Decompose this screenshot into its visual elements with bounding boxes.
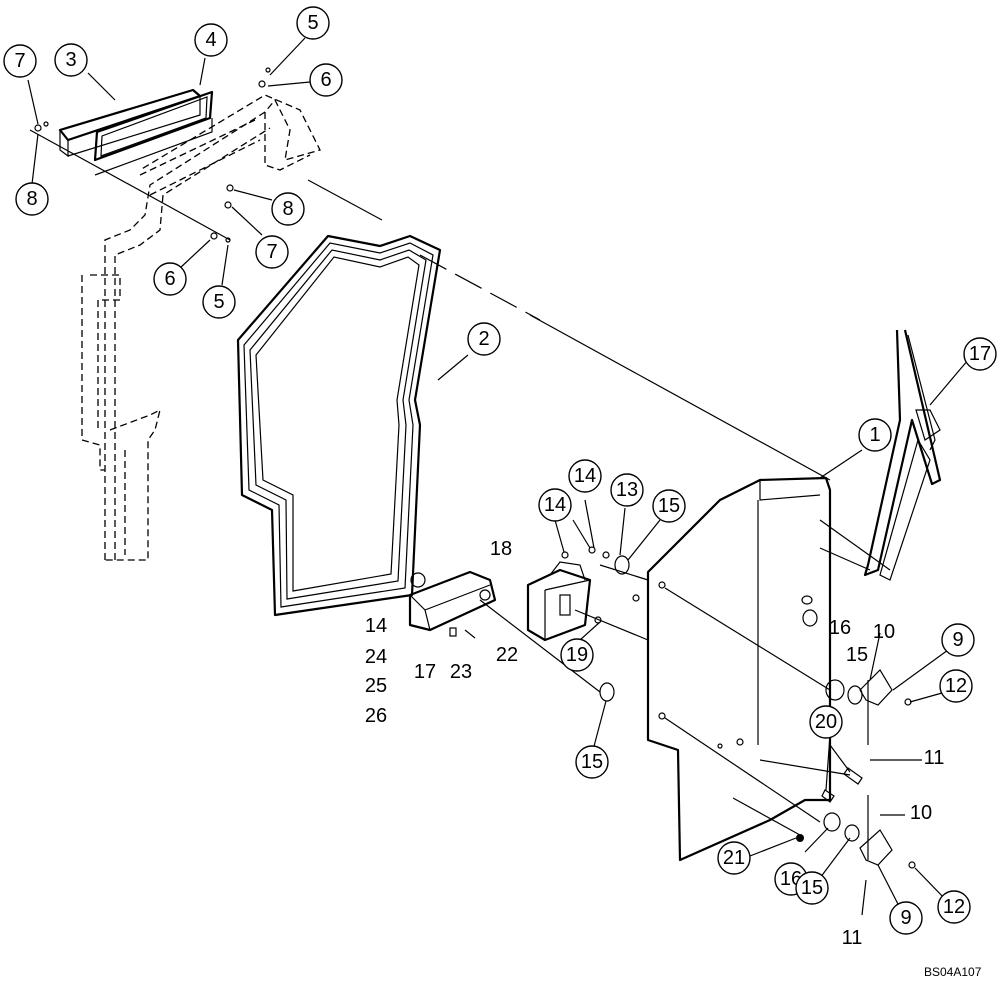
svg-text:14: 14 [574,465,596,487]
svg-text:7: 7 [14,50,25,72]
svg-text:21: 21 [723,847,745,869]
callout-3: 3 [54,43,88,77]
callout-12-upper: 12 [939,669,973,703]
svg-text:19: 19 [566,644,588,666]
label-26: 26 [365,705,387,727]
svg-text:17: 17 [969,343,991,365]
callout-2: 2 [467,322,501,356]
callout-21: 21 [717,841,751,875]
svg-text:15: 15 [801,877,823,899]
svg-text:8: 8 [26,188,37,210]
callout-6-top: 6 [309,63,343,97]
callout-9-upper: 9 [941,623,975,657]
washer-pump [408,570,497,639]
hardware [34,67,916,869]
callout-15-lower-left: 15 [575,745,609,779]
svg-text:9: 9 [900,907,911,929]
callout-5-middle: 5 [202,285,236,319]
callout-7-top-left: 7 [3,44,37,78]
callout-19: 19 [560,638,594,672]
label-11-lower: 11 [842,927,863,949]
svg-text:20: 20 [815,711,837,733]
callout-9-lower: 9 [889,901,923,935]
svg-text:13: 13 [616,479,638,501]
callout-20: 20 [809,705,843,739]
callout-17-wiper: 17 [963,337,997,371]
label-10-lower: 10 [910,802,932,824]
svg-text:7: 7 [266,241,277,263]
callout-13: 13 [610,473,644,507]
wiper-arm-blade [819,329,942,581]
callout-5-top: 5 [296,6,330,40]
svg-text:3: 3 [65,49,76,71]
callout-14-upper: 14 [568,459,602,493]
label-25: 25 [365,675,387,697]
label-16-upper: 16 [829,617,851,639]
dashed-cab-frame [81,94,321,561]
label-23: 23 [450,661,472,683]
svg-text:15: 15 [658,495,680,517]
main-window-glass [646,476,832,862]
top-window-seal [93,90,214,176]
callout-8-left: 8 [15,182,49,216]
label-10-upper: 10 [873,621,895,643]
alignment-lines [29,129,891,571]
svg-text:5: 5 [213,291,224,313]
callout-8-right: 8 [271,192,305,226]
label-17-pump: 17 [414,661,436,683]
callout-1: 1 [858,418,892,452]
callout-15-upper: 15 [652,489,686,523]
svg-text:14: 14 [544,494,566,516]
svg-text:6: 6 [320,69,331,91]
label-18: 18 [490,538,512,560]
window-seal-gasket [236,234,442,617]
label-22: 22 [496,644,518,666]
label-24: 24 [365,646,387,668]
svg-text:15: 15 [581,751,603,773]
svg-text:12: 12 [945,675,967,697]
callout-6-middle: 6 [153,262,187,296]
drawing-reference-code: BS04A107 [924,965,982,979]
label-11-upper: 11 [924,747,945,769]
label-15-upper-right: 15 [846,644,868,666]
callout-leaders [27,37,969,916]
callout-15-lower-right: 15 [795,871,829,905]
svg-text:4: 4 [205,29,216,51]
callout-4: 4 [194,23,228,57]
svg-text:8: 8 [282,198,293,220]
svg-text:12: 12 [943,896,965,918]
washer-reservoir [526,561,592,642]
svg-text:6: 6 [164,268,175,290]
label-14-kit: 14 [365,615,387,637]
callout-7-middle: 7 [255,235,289,269]
svg-text:2: 2 [478,328,489,350]
svg-text:9: 9 [952,629,963,651]
svg-text:1: 1 [869,424,880,446]
svg-text:5: 5 [307,12,318,34]
callout-12-lower: 12 [937,890,971,924]
callout-14-lower: 14 [538,488,572,522]
